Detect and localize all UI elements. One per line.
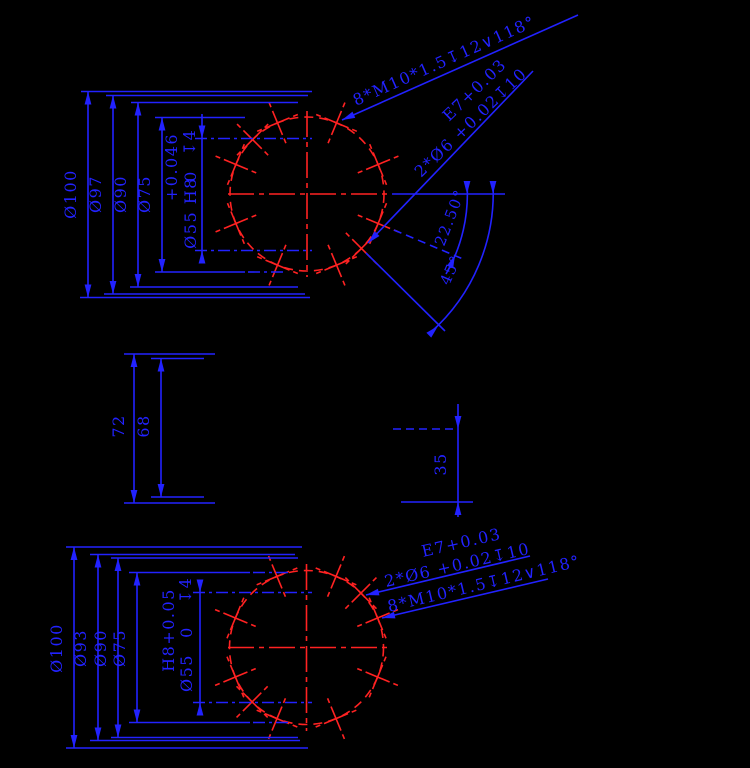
bore-depth-label: ↧4 bbox=[176, 577, 195, 604]
bore-tol-upper: +0.046 bbox=[162, 133, 181, 201]
hole-center-mark bbox=[235, 685, 269, 719]
hole-center-mark bbox=[215, 143, 257, 186]
middle-section: 72 68 35 bbox=[109, 353, 473, 517]
leader-line-pin bbox=[367, 70, 534, 244]
angle-arc-large bbox=[430, 183, 495, 333]
dim-label: Ø100 bbox=[61, 169, 80, 219]
hole-center-mark bbox=[315, 555, 357, 598]
dim-label: Ø90 bbox=[111, 175, 130, 213]
hole-center-mark bbox=[256, 244, 299, 286]
hole-center-mark bbox=[214, 597, 257, 639]
dim-label-72: 72 bbox=[109, 414, 128, 437]
hole-center-mark bbox=[236, 123, 269, 156]
hole-center-mark bbox=[256, 102, 299, 144]
bore-tol-lower: 0 bbox=[181, 170, 200, 182]
hole-center-mark bbox=[356, 656, 399, 698]
top-view: Ø100 Ø97 Ø90 Ø75 Ø55 H8 0 +0.046 ↧4 8*M1… bbox=[61, 12, 579, 338]
bore-tol-upper: H8+0.05 bbox=[159, 588, 178, 672]
dim-label: Ø100 bbox=[47, 623, 66, 673]
hole-center-mark bbox=[356, 597, 399, 639]
hole-center-mark bbox=[315, 244, 358, 286]
dim-label: Ø75 bbox=[110, 629, 129, 667]
dim-label: Ø97 bbox=[86, 175, 105, 213]
hole-center-mark bbox=[315, 102, 358, 144]
hole-center-mark bbox=[256, 555, 298, 598]
dim-label: Ø93 bbox=[71, 629, 90, 667]
bottom-view: Ø100 Ø93 Ø90 Ø75 Ø55 0 H8+0.05 ↧4 E7+0.0… bbox=[47, 524, 582, 749]
angle-label-large: 45° bbox=[436, 252, 465, 288]
hole-marks bbox=[215, 102, 399, 286]
hole-center-mark bbox=[357, 143, 399, 186]
hole-center-mark bbox=[256, 697, 298, 740]
dim-label: Ø75 bbox=[135, 175, 154, 213]
hole-center-mark bbox=[315, 697, 357, 740]
leader-line-pin bbox=[365, 555, 531, 596]
dim-label-68: 68 bbox=[134, 414, 153, 437]
bore-tol-lower: 0 bbox=[177, 626, 196, 638]
leader-line-thread bbox=[381, 578, 549, 619]
bore-depth-label: ↧4 bbox=[180, 129, 199, 156]
dim-label-35: 35 bbox=[431, 452, 450, 475]
hole-center-mark bbox=[214, 656, 257, 698]
leader-line-thread bbox=[341, 14, 579, 121]
hole-center-mark bbox=[344, 576, 378, 610]
hole-center-mark bbox=[345, 232, 378, 265]
bore-label: Ø55 H8 bbox=[181, 177, 200, 249]
angle-ray-45 bbox=[365, 252, 446, 332]
hole-center-mark bbox=[357, 202, 399, 245]
angle-label-small: 22.50° bbox=[431, 186, 469, 248]
hole-center-mark bbox=[215, 202, 257, 245]
hole-marks bbox=[214, 555, 399, 740]
bore-label: Ø55 bbox=[177, 654, 196, 692]
dim-label: Ø90 bbox=[91, 629, 110, 667]
